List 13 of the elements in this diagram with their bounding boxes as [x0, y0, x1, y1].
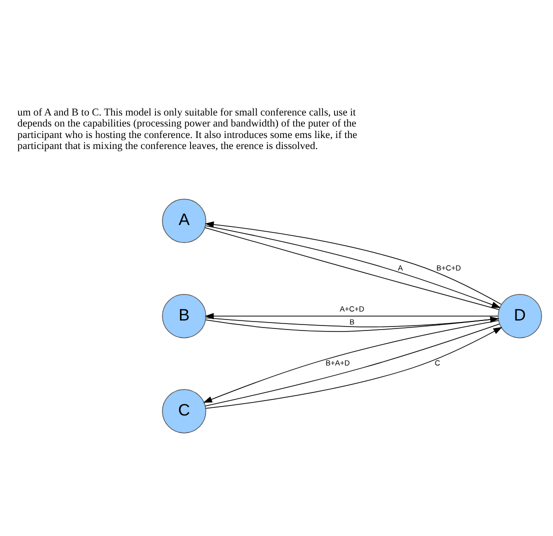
- arrow: [204, 312, 498, 319]
- node-circle: B: [162, 293, 206, 338]
- node-circle: D: [498, 293, 542, 338]
- edge-label: B+A+D: [326, 358, 350, 368]
- edge-label: B+C+D: [436, 262, 461, 272]
- edge-label: A: [398, 262, 403, 272]
- arrow: [206, 316, 500, 327]
- node-circle: A: [162, 198, 206, 243]
- node-circle: C: [162, 388, 206, 433]
- edge-label: C: [434, 358, 440, 368]
- edge-label: B: [350, 316, 355, 326]
- label: um of A and B to C. This model is only suitable for small conference calls, use it depends on the capabilities (processing power and bandwidth) of the puter of the participant who is hosting the conference. It also introduces some ems like, if the participant that is mixing the conference leaves, the erence is dissolved.: [17, 106, 358, 152]
- edge-label: A+C+D: [340, 304, 364, 314]
